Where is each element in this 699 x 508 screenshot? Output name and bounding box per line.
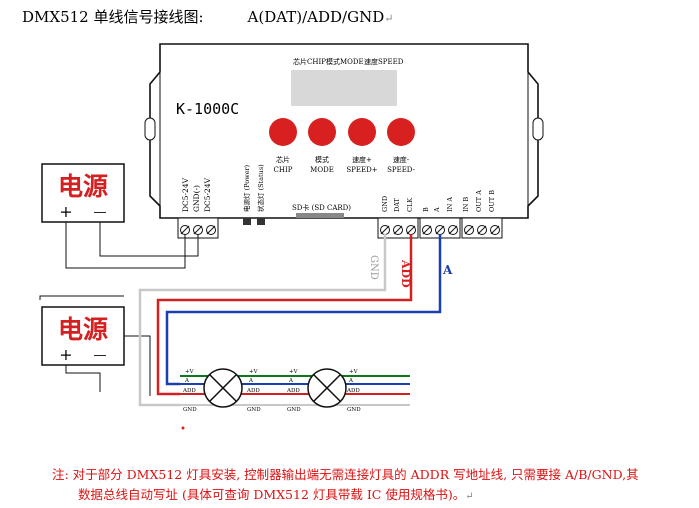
lamp2-out-gnd: GND [347, 407, 361, 413]
sd-card-slot [296, 213, 344, 218]
power-terminal-label-1: DC5-24V [181, 177, 190, 212]
psu1-minus-wire [99, 222, 199, 257]
sig-label-in-a: IN A [446, 197, 454, 212]
a-wire-label: A [442, 263, 453, 277]
power-terminal-label-3: DC5-24V [203, 177, 212, 212]
note-return-mark: ↵ [465, 491, 474, 502]
diagram-title: DMX512 单线信号接线图: A(DAT)/ADD/GND↵ [22, 6, 393, 27]
return-mark: ↵ [384, 12, 394, 25]
lamp-2: +V A ADD GND +V A ADD GND [286, 368, 361, 413]
sig-label-out-a: OUT A [475, 190, 483, 212]
psu1-minus: — [94, 205, 107, 220]
lamp1-in-add: ADD [182, 388, 196, 394]
power-terminal-label-2: GND(-) [192, 185, 201, 212]
sig-label-in-b: IN B [462, 197, 470, 212]
model-label: K-1000C [176, 100, 239, 118]
lamp-1: +V A ADD GND +V A ADD GND [182, 368, 261, 413]
power-indicator-label: 电源灯 (Power) [242, 164, 251, 212]
lamp2-out-a: A [348, 378, 354, 384]
psu2-label: 电源 [58, 315, 108, 344]
display-label-mode: 模式MODE [326, 57, 364, 66]
sig-label-clk: CLK [406, 198, 414, 212]
add-wire-label: ADD [399, 259, 412, 288]
mount-hole-left [144, 117, 156, 141]
lamp1-in-a: A [184, 378, 190, 384]
psu1-plus: + [59, 202, 72, 221]
note-line-1: 注: 对于部分 DMX512 灯具安装, 控制器输出端无需连接灯具的 ADDR … [52, 467, 639, 482]
power-supply-2: 电源 + — [41, 306, 125, 366]
title-right: A(DAT)/ADD/GND [247, 8, 385, 26]
controller-unit: 芯片CHIP 模式MODE 速度SPEED K-1000C 芯片 CHIP 模式… [144, 43, 544, 219]
speed-down-cn: 速度- [393, 155, 410, 164]
sig-label-b: B [422, 207, 430, 212]
psu2-plus: + [59, 345, 72, 364]
lamp1-out-plus: +V [249, 369, 259, 375]
a-wire [165, 234, 442, 386]
power-supply-1: 电源 + — [41, 163, 125, 223]
lamp2-out-add: ADD [346, 388, 360, 394]
add-wire [156, 234, 413, 396]
gnd-wire-label: GND [368, 255, 379, 280]
lamp1-in-gnd: GND [183, 407, 197, 413]
mode-button[interactable] [308, 118, 336, 146]
speed-up-button[interactable] [348, 118, 376, 146]
power-terminal-block [177, 217, 219, 239]
lamp1-out-add: ADD [246, 388, 260, 394]
installation-note: 注: 对于部分 DMX512 灯具安装, 控制器输出端无需连接灯具的 ADDR … [52, 465, 692, 507]
lcd-display [291, 70, 397, 106]
sig-label-gnd: GND [381, 196, 389, 212]
psu2-wire-top [39, 295, 124, 300]
lamp2-in-plus: +V [289, 369, 299, 375]
chip-button[interactable] [269, 118, 297, 146]
status-indicator-label: 状态灯 (Status) [256, 164, 265, 212]
status-led [257, 218, 265, 225]
speed-down-en: SPEED- [387, 166, 415, 174]
psu1-plus-wire [65, 222, 186, 269]
gnd-wire [138, 234, 387, 407]
chip-button-cn: 芯片 [276, 155, 290, 164]
lamp2-in-add: ADD [286, 388, 300, 394]
lamp2-in-gnd: GND [287, 407, 301, 413]
speed-down-button[interactable] [387, 118, 415, 146]
lamp1-in-plus: +V [185, 369, 195, 375]
psu2-wire-a [124, 335, 151, 396]
psu2-wire-b [65, 365, 101, 392]
display-label-speed: 速度SPEED [364, 57, 404, 66]
mode-button-en: MODE [310, 166, 334, 174]
psu2-minus: — [94, 348, 107, 363]
chip-button-en: CHIP [274, 166, 293, 174]
lamp2-out-plus: +V [349, 369, 359, 375]
sig-label-dat: DAT [393, 197, 401, 212]
sd-card-label: SD卡 (SD CARD) [292, 203, 351, 212]
speed-up-cn: 速度+ [352, 155, 372, 164]
note-line-2: 数据总线自动写址 (具体可查询 DMX512 灯具带载 IC 使用规格书)。 [78, 487, 466, 502]
lamp2-in-a: A [288, 378, 294, 384]
speed-up-en: SPEED+ [346, 166, 377, 174]
psu1-label: 电源 [58, 172, 108, 201]
lamp1-out-a: A [248, 378, 254, 384]
mode-button-cn: 模式 [315, 155, 329, 164]
red-dot [181, 426, 185, 430]
power-led [243, 218, 251, 225]
mount-hole-right [532, 117, 544, 141]
sig-label-out-b: OUT B [488, 190, 496, 212]
sig-label-a: A [433, 207, 441, 213]
signal-terminal-block [377, 217, 503, 239]
display-label-chip: 芯片CHIP [293, 57, 326, 66]
title-left: DMX512 单线信号接线图: [22, 8, 204, 26]
lamp1-out-gnd: GND [247, 407, 261, 413]
